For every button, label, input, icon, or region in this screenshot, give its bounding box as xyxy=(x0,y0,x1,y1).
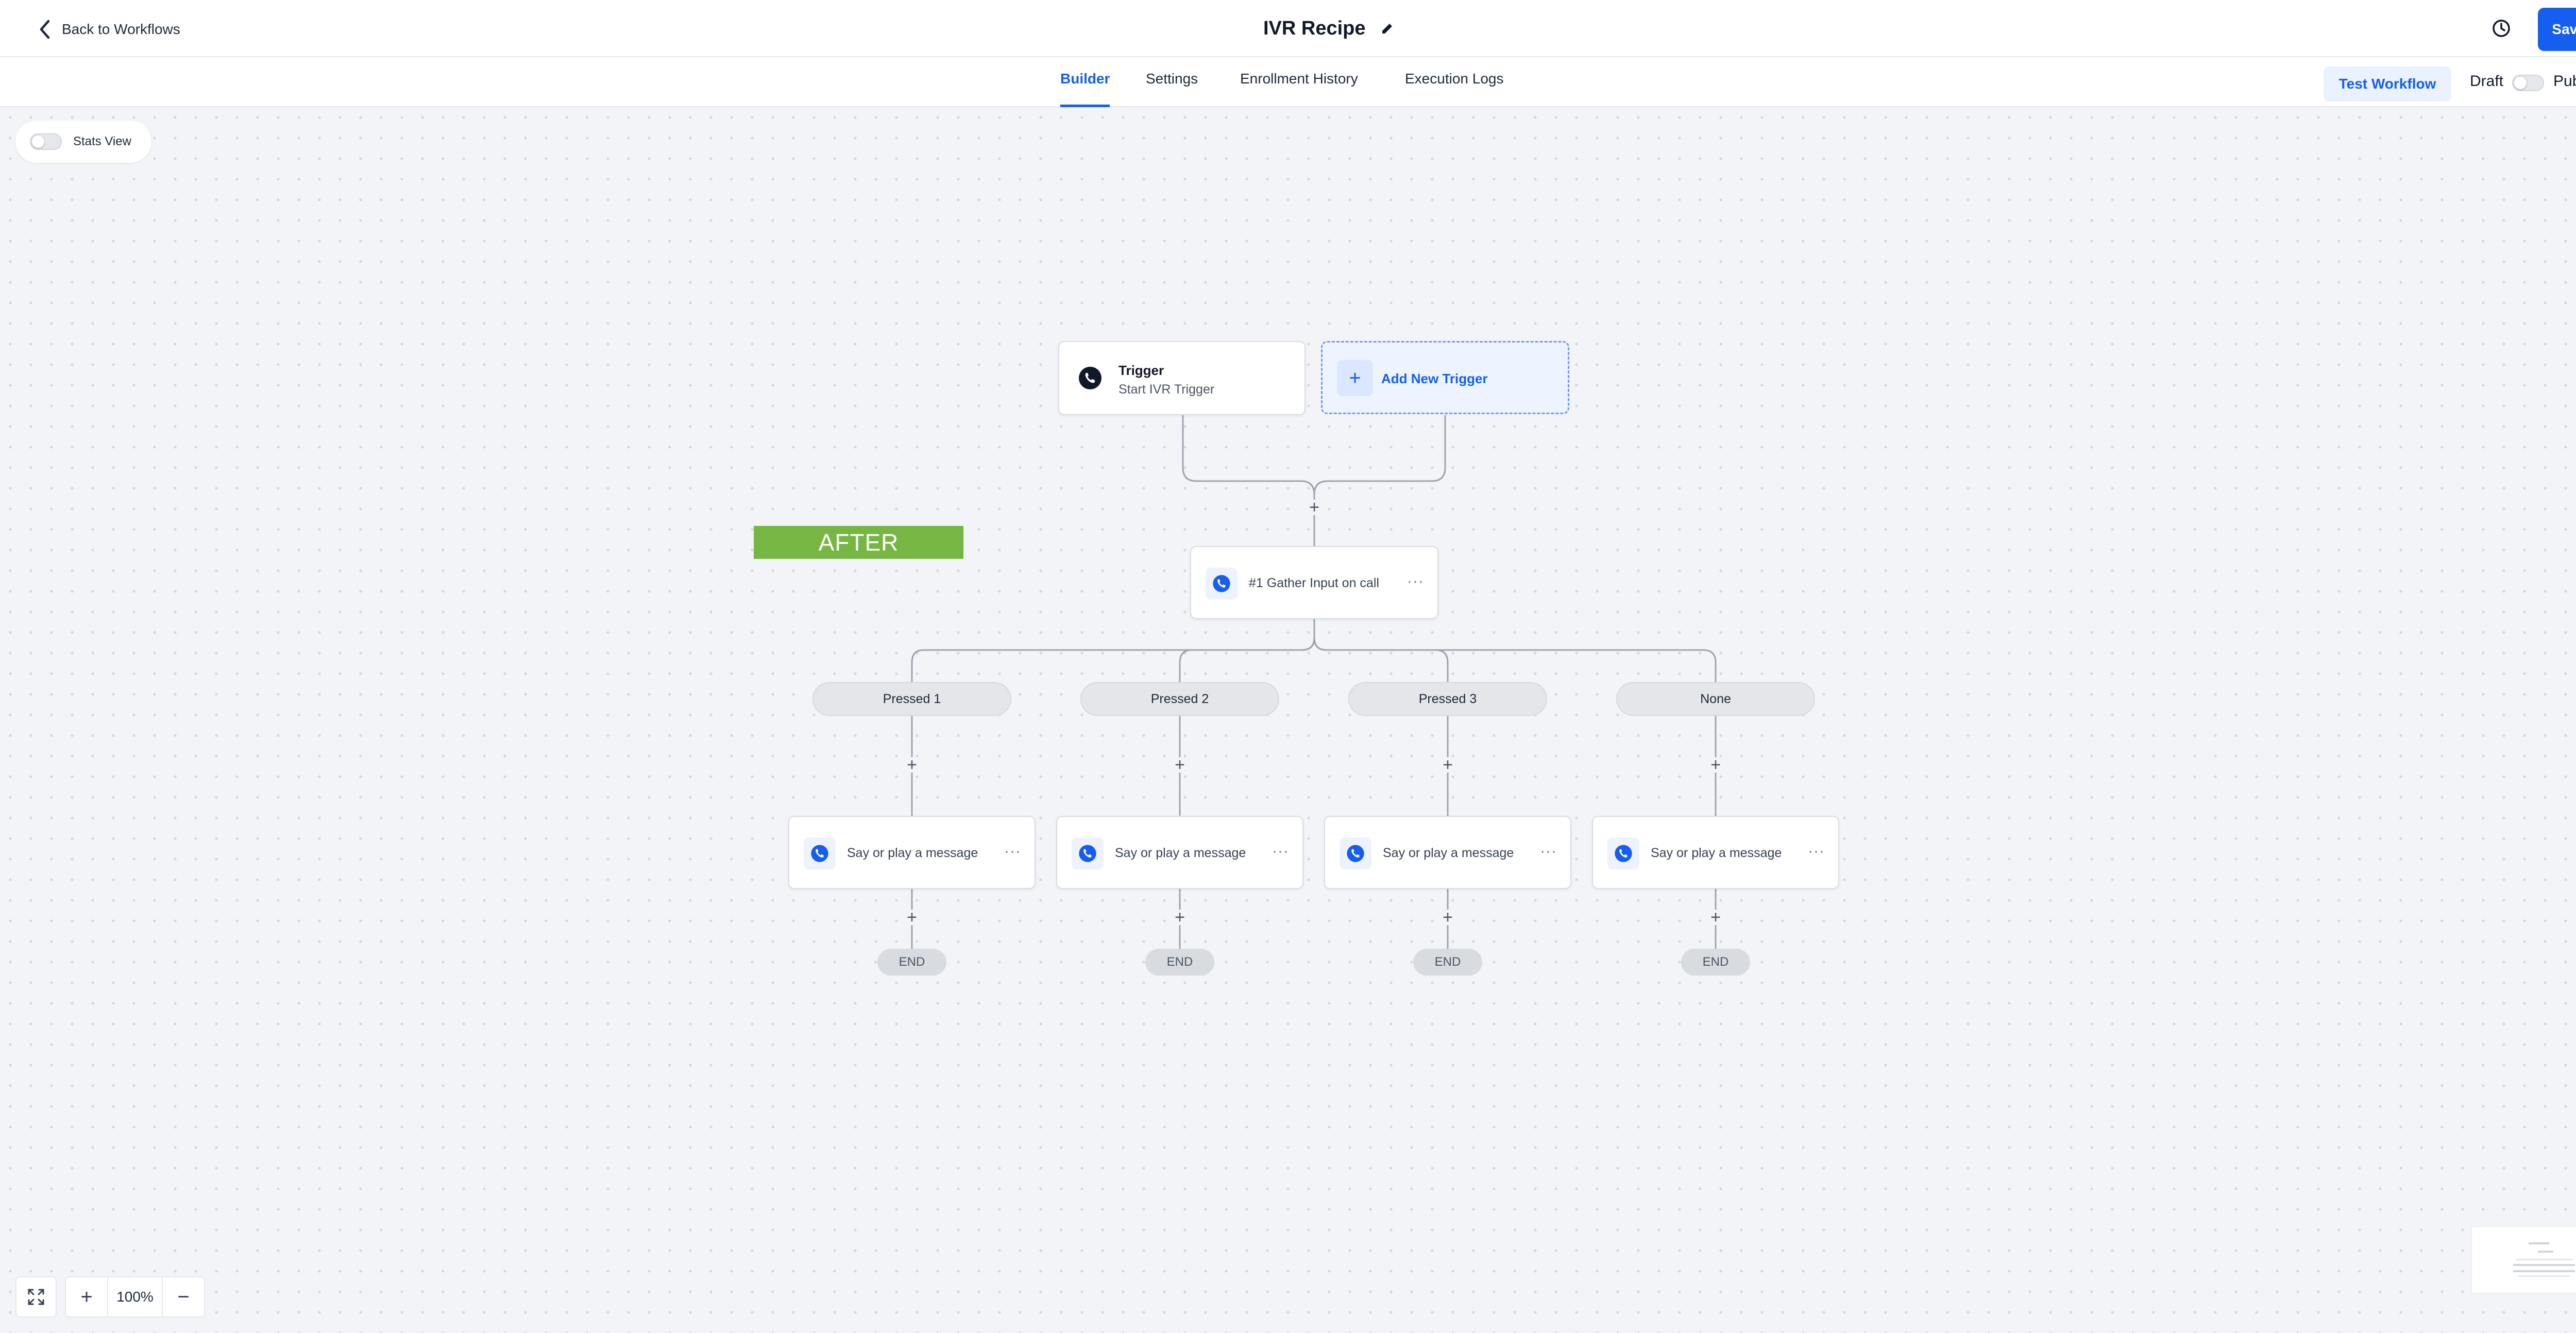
fit-screen-icon xyxy=(28,1289,44,1305)
chevron-left-icon xyxy=(40,20,50,39)
tab-bar: Builder Settings Enrollment History Exec… xyxy=(0,57,2576,107)
phone-icon xyxy=(1340,838,1371,869)
stats-view-toggle[interactable] xyxy=(30,133,62,150)
add-step-plus[interactable]: + xyxy=(1708,756,1723,774)
end-node: END xyxy=(1413,949,1482,976)
more-icon[interactable]: ··· xyxy=(1272,843,1289,860)
say-message-node[interactable]: Say or play a message ··· xyxy=(788,816,1036,889)
minimap-preview xyxy=(2513,1242,2575,1277)
phone-icon xyxy=(804,838,836,869)
add-step-plus[interactable]: + xyxy=(1307,499,1322,516)
branch-none[interactable]: None xyxy=(1616,682,1815,716)
gather-label: #1 Gather Input on call xyxy=(1249,576,1379,590)
zoom-level: 100% xyxy=(107,1277,163,1317)
tab-execution-logs[interactable]: Execution Logs xyxy=(1405,71,1504,87)
plus-icon: + xyxy=(1337,360,1373,396)
add-step-plus[interactable]: + xyxy=(1708,909,1723,926)
add-trigger-label: Add New Trigger xyxy=(1381,371,1488,386)
draft-label: Draft xyxy=(2470,73,2504,90)
top-header: Back to Workflows IVR Recipe Save xyxy=(0,0,2576,57)
say-message-node[interactable]: Say or play a message ··· xyxy=(1324,816,1571,889)
more-icon[interactable]: ··· xyxy=(1540,843,1557,860)
minimap[interactable] xyxy=(2471,1226,2576,1294)
save-button[interactable]: Save xyxy=(2538,8,2576,51)
gather-input-node[interactable]: #1 Gather Input on call ··· xyxy=(1190,546,1438,619)
publish-toggle[interactable] xyxy=(2512,75,2544,91)
workflow-canvas[interactable] xyxy=(0,107,2576,1333)
more-icon[interactable]: ··· xyxy=(1808,843,1825,860)
more-icon[interactable]: ··· xyxy=(1407,573,1424,590)
trigger-subtitle: Start IVR Trigger xyxy=(1118,382,1215,397)
branch-pressed-3[interactable]: Pressed 3 xyxy=(1348,682,1547,716)
more-icon[interactable]: ··· xyxy=(1004,843,1021,860)
back-to-workflows-link[interactable]: Back to Workflows xyxy=(38,18,180,41)
phone-icon xyxy=(1079,367,1101,389)
end-node: END xyxy=(877,949,946,976)
zoom-controls: + 100% − xyxy=(65,1276,205,1318)
end-node: END xyxy=(1145,949,1214,976)
phone-icon xyxy=(1072,838,1104,869)
add-new-trigger-button[interactable]: + Add New Trigger xyxy=(1321,341,1569,414)
tab-enrollment-history[interactable]: Enrollment History xyxy=(1240,71,1358,87)
history-icon xyxy=(2493,20,2510,37)
add-step-plus[interactable]: + xyxy=(904,909,920,926)
back-label: Back to Workflows xyxy=(62,21,180,37)
phone-icon xyxy=(1206,568,1238,600)
branch-pressed-2[interactable]: Pressed 2 xyxy=(1080,682,1279,716)
add-step-plus[interactable]: + xyxy=(1440,909,1455,926)
trigger-node[interactable]: Trigger Start IVR Trigger xyxy=(1058,341,1306,415)
zoom-in-icon[interactable]: + xyxy=(80,1285,93,1308)
add-step-plus[interactable]: + xyxy=(1172,756,1188,774)
action-label: Say or play a message xyxy=(1115,846,1246,860)
phone-icon xyxy=(1607,838,1639,869)
pencil-icon[interactable] xyxy=(1380,21,1395,36)
action-label: Say or play a message xyxy=(847,846,978,860)
fit-screen-button[interactable] xyxy=(15,1276,57,1318)
test-workflow-button[interactable]: Test Workflow xyxy=(2324,66,2451,101)
tab-settings[interactable]: Settings xyxy=(1146,71,1198,87)
stats-view-control: Stats View xyxy=(15,121,151,163)
history-button[interactable] xyxy=(2489,16,2513,40)
action-label: Say or play a message xyxy=(1651,846,1782,860)
workflow-title: IVR Recipe xyxy=(1263,17,1366,39)
trigger-title: Trigger xyxy=(1118,363,1164,378)
tab-builder[interactable]: Builder xyxy=(1060,71,1110,107)
add-step-plus[interactable]: + xyxy=(1172,909,1188,926)
publish-label: Publish xyxy=(2553,73,2576,90)
add-step-plus[interactable]: + xyxy=(904,756,920,774)
end-node: END xyxy=(1681,949,1750,976)
action-label: Say or play a message xyxy=(1383,846,1514,860)
say-message-node[interactable]: Say or play a message ··· xyxy=(1592,816,1839,889)
say-message-node[interactable]: Say or play a message ··· xyxy=(1056,816,1303,889)
add-step-plus[interactable]: + xyxy=(1440,756,1455,774)
after-banner: AFTER xyxy=(754,526,963,559)
branch-pressed-1[interactable]: Pressed 1 xyxy=(812,682,1011,716)
zoom-out-icon[interactable]: − xyxy=(177,1285,190,1308)
stats-view-label: Stats View xyxy=(73,134,131,148)
